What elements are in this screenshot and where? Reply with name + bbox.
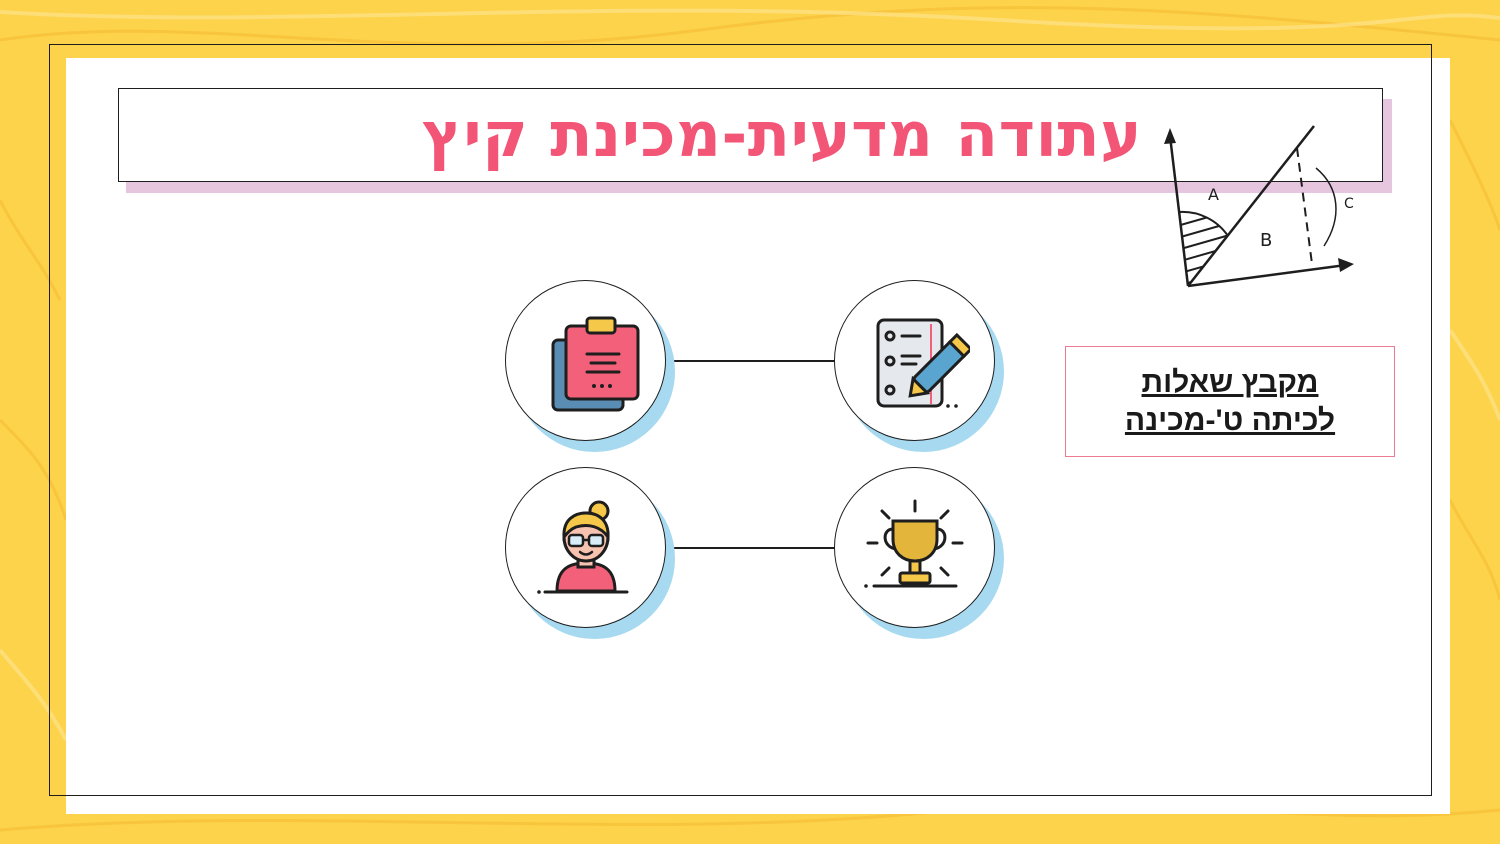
diagram-label-a: A [1208, 185, 1219, 204]
clipboard-icon [551, 316, 639, 411]
diagram-label-b: B [1260, 230, 1272, 251]
diagram-label-c: C [1344, 196, 1354, 212]
question-set-link-line1[interactable]: מקבץ שאלות [1141, 365, 1319, 399]
checklist-pen-icon [876, 318, 970, 408]
icon-circle-teacher[interactable] [505, 467, 677, 639]
icon-circle-writing[interactable] [834, 280, 1006, 452]
angle-diagram-icon: A B C [1164, 125, 1354, 288]
icon-circle-notes[interactable] [505, 280, 677, 452]
question-set-link-line2[interactable]: לכיתה ט'-מכינה [1124, 403, 1336, 437]
question-set-link-box[interactable]: מקבץ שאלות לכיתה ט'-מכינה [1065, 346, 1395, 457]
icon-circle-award[interactable] [834, 467, 1006, 639]
trophy-icon [863, 499, 963, 588]
page-title: עתודה מדעית-מכינת קיץ [421, 98, 1142, 171]
teacher-avatar-icon [536, 500, 628, 594]
connector-bottom [665, 547, 835, 549]
connector-top [665, 360, 835, 362]
